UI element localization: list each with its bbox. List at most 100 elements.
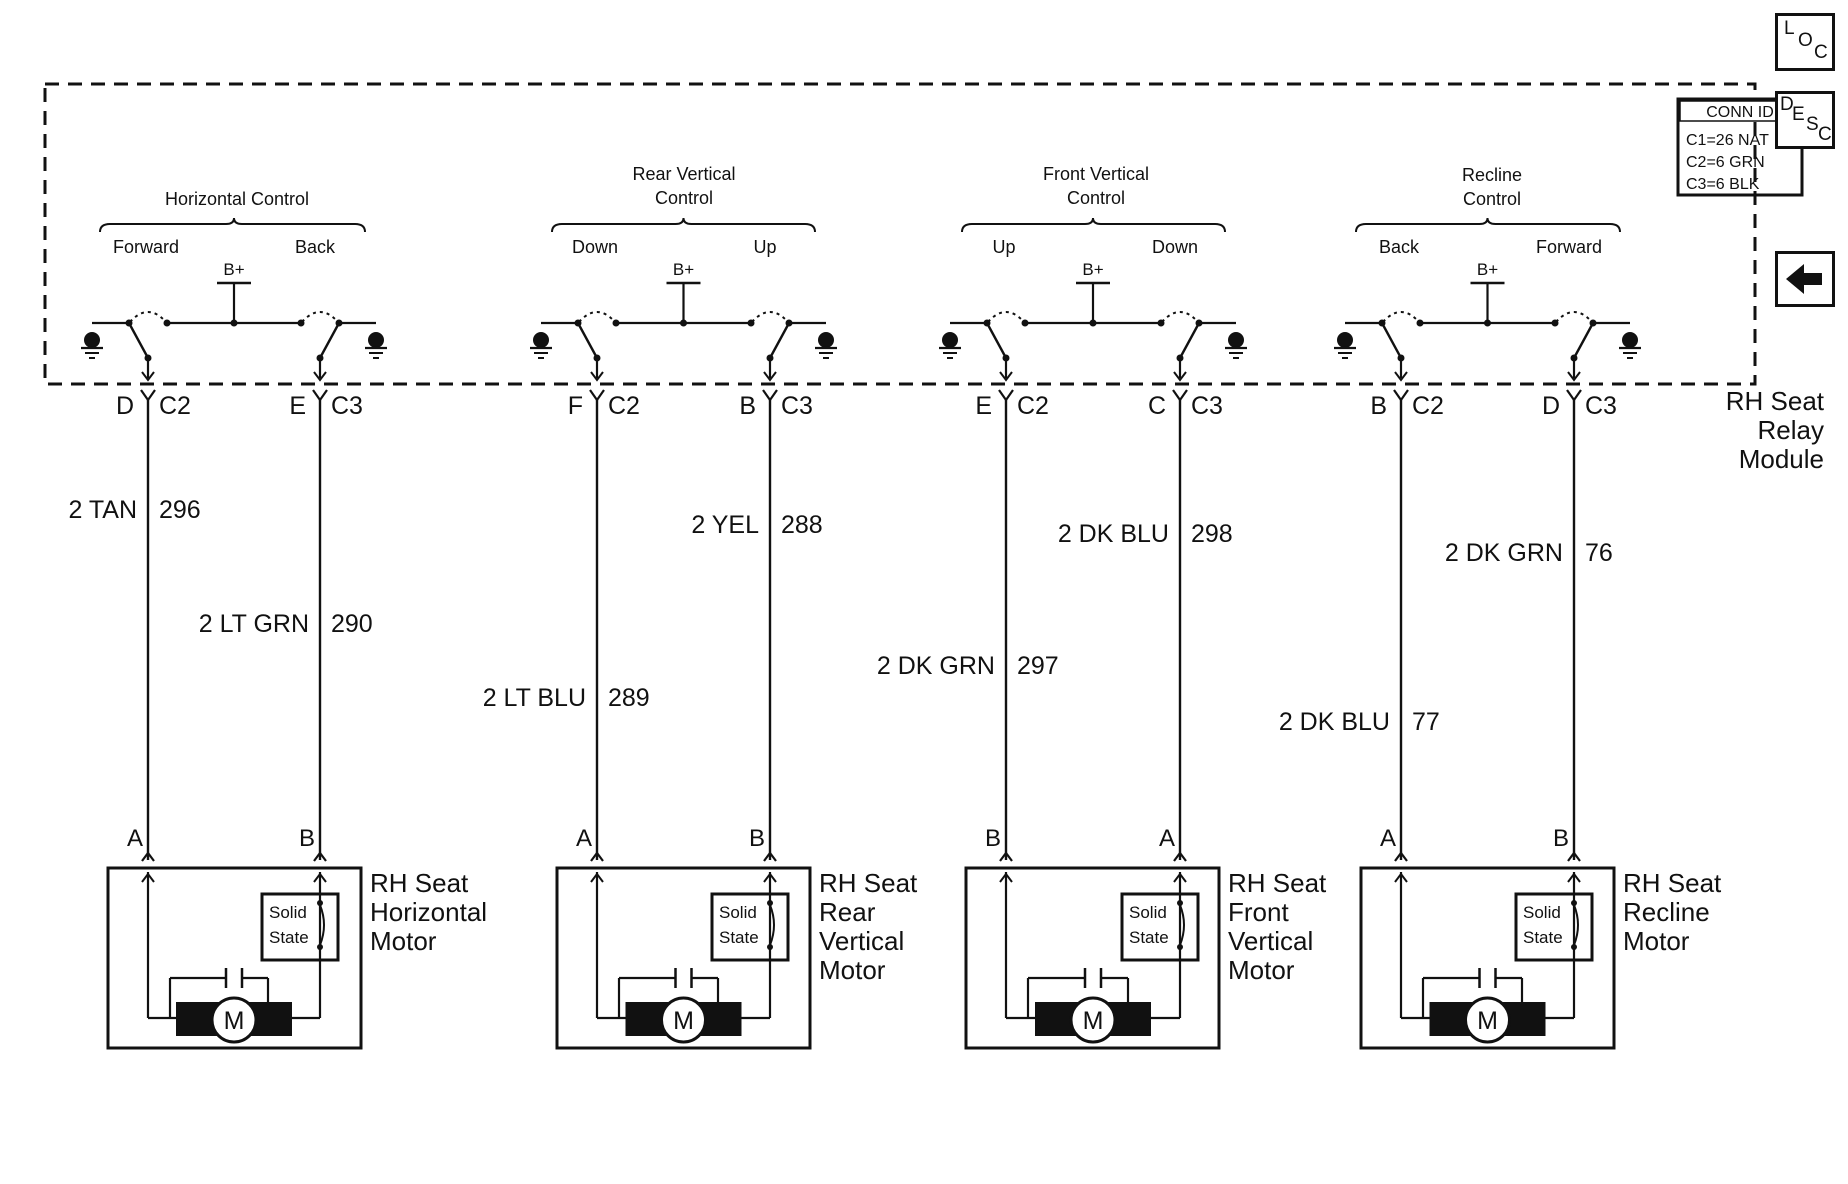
ground-icon [1334, 332, 1356, 359]
solid-state-label: State [1129, 928, 1169, 947]
direction-right-label: Back [295, 237, 336, 257]
solid-state-label: State [269, 928, 309, 947]
connector-pin-label: D [116, 392, 134, 420]
relay-blade [127, 322, 150, 359]
connector-id-label: C3 [1585, 392, 1617, 420]
left-arrow-icon [1786, 264, 1822, 294]
conn-id-title: CONN ID [1706, 104, 1774, 121]
wire-color-label: 2 DK BLU [1279, 708, 1390, 736]
control-label: Horizontal Control [165, 189, 309, 209]
solid-state-box [1514, 892, 1594, 962]
description-button[interactable]: D E S C [1775, 91, 1835, 149]
motor-name-line: Vertical [819, 926, 904, 956]
motor-icon [660, 996, 707, 1044]
arrow-head [999, 371, 1013, 382]
arrow-head [763, 371, 777, 382]
motor-pin-label: A [127, 825, 143, 852]
solid-state-label: State [1523, 928, 1563, 947]
circuit-number-label: 297 [1017, 652, 1059, 680]
relay-switch [751, 311, 837, 382]
circuit-number-label: 290 [331, 610, 373, 638]
motor-pin-label: B [299, 825, 315, 852]
conn-id-entry: C2=6 GRN [1686, 154, 1765, 171]
back-button[interactable] [1775, 251, 1835, 307]
location-button[interactable]: L O C [1775, 13, 1835, 71]
connector-id-label: C3 [781, 392, 813, 420]
control-label: Control [655, 188, 713, 208]
loc-letter-c: C [1814, 42, 1828, 63]
ground-icon [365, 332, 387, 359]
relay-blade [1178, 322, 1201, 359]
direction-right-label: Up [753, 237, 776, 257]
connector-pin-label: E [289, 392, 306, 420]
relay-coupling [129, 311, 167, 323]
solid-state-label: Solid [269, 903, 307, 922]
relay-switch [301, 311, 387, 382]
conn-id-entry: C3=6 BLK [1686, 176, 1760, 193]
relay-blade [576, 322, 599, 359]
connector-pin-label: F [568, 392, 583, 420]
connector-pin-label: B [739, 392, 756, 420]
relay-switch [81, 311, 167, 382]
circuit-number-label: 288 [781, 511, 823, 539]
solid-state-label: State [719, 928, 759, 947]
supply-label: B+ [223, 260, 244, 279]
wire-color-label: 2 LT BLU [483, 684, 586, 712]
control-brace [961, 217, 1226, 233]
solid-state-box [1120, 892, 1200, 962]
relay-switch [1334, 311, 1420, 382]
relay-switch [1555, 311, 1641, 382]
motor-pin-label: A [1380, 825, 1396, 852]
connector-id-label: C2 [1412, 392, 1444, 420]
arrow-head [1394, 371, 1408, 382]
relay-coupling [1555, 311, 1593, 323]
motor-name-line: RH Seat [1623, 868, 1722, 898]
supply-label: B+ [1477, 260, 1498, 279]
control-label: Front Vertical [1043, 164, 1149, 184]
solid-state-box [710, 892, 790, 962]
motor-name-line: RH Seat [370, 868, 469, 898]
control-label: Control [1067, 188, 1125, 208]
motor-name-line: Motor [1228, 955, 1295, 985]
circuit-number-label: 296 [159, 496, 201, 524]
relay-coupling [578, 311, 616, 323]
motor-icon [210, 996, 258, 1044]
wire-color-label: 2 LT GRN [199, 610, 309, 638]
connector-id-label: C2 [608, 392, 640, 420]
ground-icon [81, 332, 103, 359]
motor-name-line: Motor [1623, 926, 1690, 956]
direction-left-label: Forward [113, 237, 179, 257]
relay-blade [1380, 322, 1403, 359]
desc-letter-e: E [1792, 104, 1805, 125]
relay-blade [318, 322, 341, 359]
relay-coupling [301, 311, 339, 323]
supply-label: B+ [673, 260, 694, 279]
relay-switch [530, 311, 616, 382]
relay-coupling [751, 311, 789, 323]
control-label: Recline [1462, 165, 1522, 185]
wire-color-label: 2 DK GRN [1445, 539, 1563, 567]
relay-blade [1572, 322, 1595, 359]
ground-icon [1619, 332, 1641, 359]
motor-icon [1464, 996, 1511, 1044]
motor-name-line: RH Seat [1228, 868, 1327, 898]
module-name-line: Module [1739, 444, 1824, 474]
module-name-line: Relay [1758, 415, 1824, 445]
control-label: Control [1463, 189, 1521, 209]
wire-color-label: 2 DK GRN [877, 652, 995, 680]
wire-color-label: 2 DK BLU [1058, 520, 1169, 548]
ground-icon [1225, 332, 1247, 359]
direction-right-label: Down [1152, 237, 1198, 257]
circuit-number-label: 298 [1191, 520, 1233, 548]
